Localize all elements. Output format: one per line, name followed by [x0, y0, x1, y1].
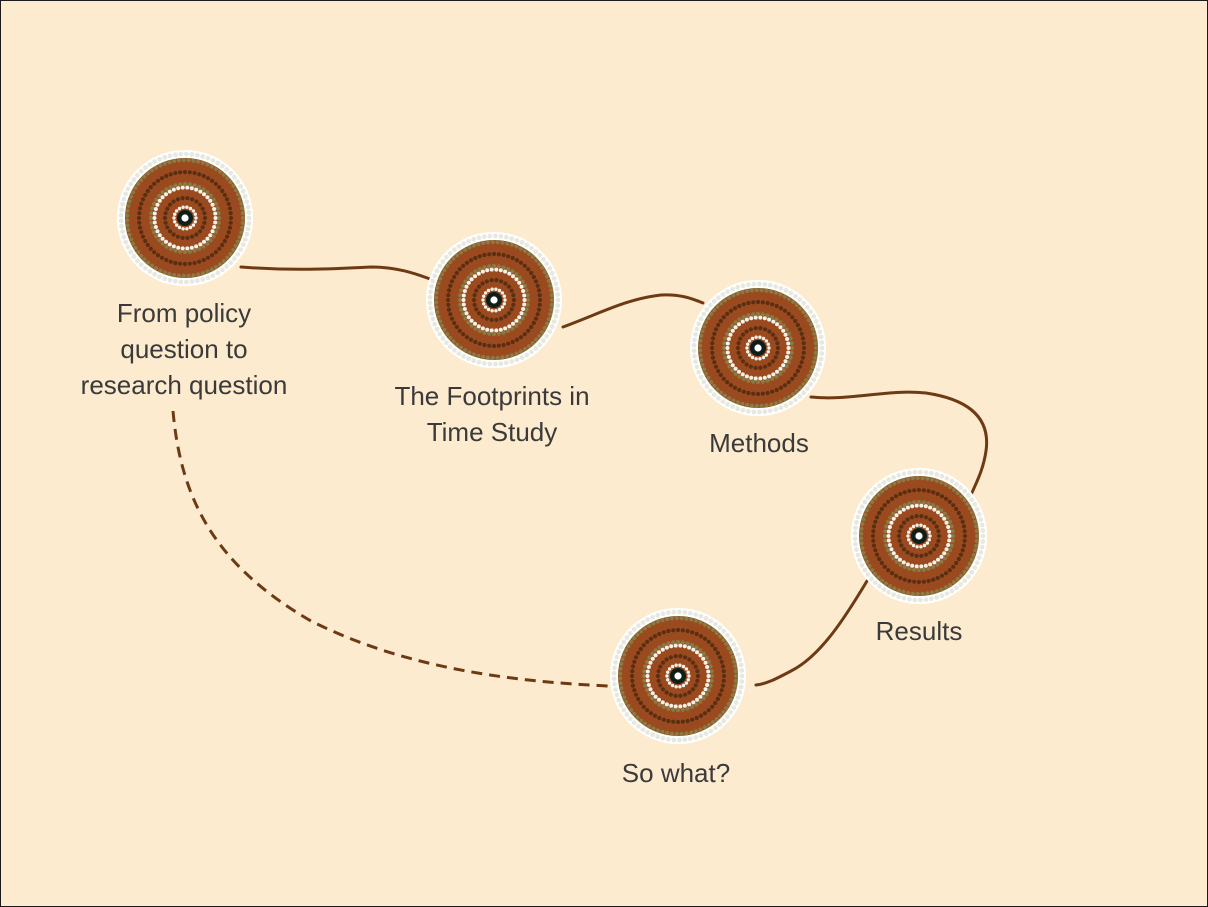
path-segment-dashed [171, 410, 609, 688]
step-label-policy-question: From policy question to research questio… [80, 298, 288, 400]
path-connectors [171, 265, 989, 688]
step-node-so-what-icon [610, 608, 746, 744]
step-nodes [117, 150, 987, 744]
path-segment-2 [561, 293, 705, 329]
path-segment-1 [239, 265, 435, 282]
step-label-footprints-study: The Footprints in Time Study [394, 381, 590, 447]
step-label-so-what: So what? [621, 758, 731, 788]
step-label-results: Results [875, 616, 963, 646]
step-label-methods: Methods [709, 428, 809, 458]
step-node-results-icon [851, 468, 987, 604]
path-segment-3 [809, 390, 989, 497]
step-node-methods-icon [690, 280, 826, 416]
path-segment-4 [754, 579, 869, 687]
step-node-footprints-study-icon [426, 232, 562, 368]
step-node-policy-question-icon [117, 150, 253, 286]
